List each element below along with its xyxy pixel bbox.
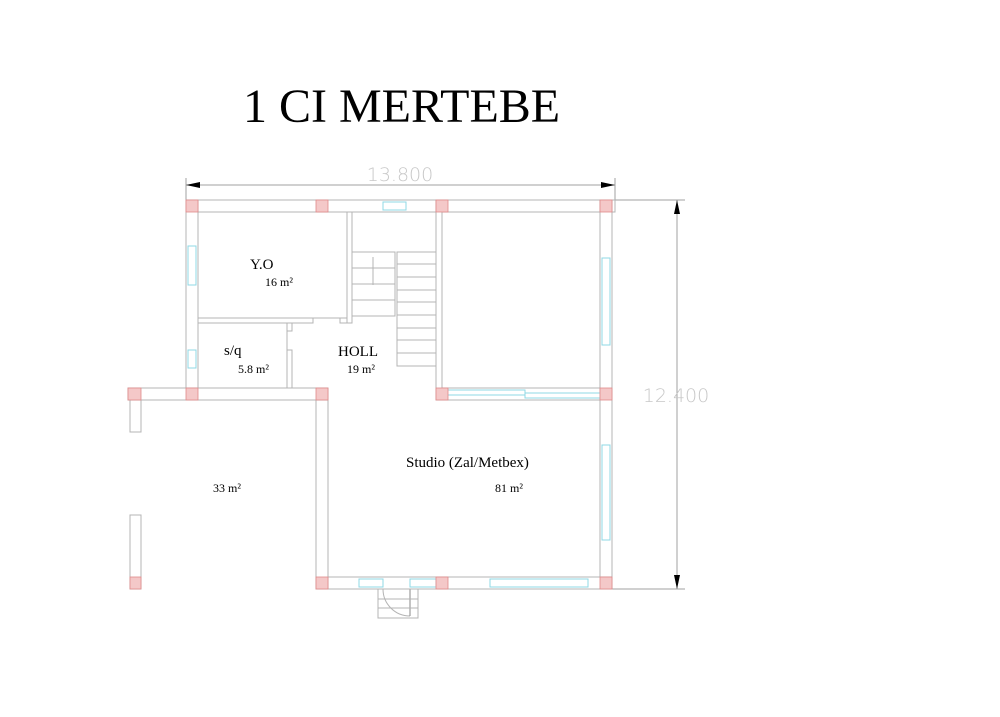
- width-dimension: 13.800: [185, 164, 616, 200]
- arrow-right-icon: [601, 182, 615, 188]
- windows: [187, 201, 611, 588]
- arrow-down-icon: [674, 575, 680, 589]
- entrance-steps: [377, 588, 419, 619]
- room-sq: s/q 5.8 m²: [224, 343, 269, 376]
- room-name: HOLL: [338, 344, 378, 360]
- room-studio: Studio (Zal/Metbex) 81 m²: [406, 455, 529, 495]
- room-area: 81 m²: [495, 481, 523, 495]
- entrance-door: [377, 588, 419, 619]
- staircase: [351, 251, 437, 367]
- arrow-left-icon: [186, 182, 200, 188]
- room-name: Studio (Zal/Metbex): [406, 455, 529, 471]
- room-yo: Y.O 16 m²: [250, 257, 293, 289]
- room-terrace: 33 m²: [213, 481, 241, 495]
- plan-title: 1 CI MERTEBE: [243, 80, 560, 133]
- room-area: 19 m²: [347, 362, 375, 376]
- columns: [127, 199, 613, 590]
- room-holl: HOLL 19 m²: [338, 344, 378, 376]
- room-area: 16 m²: [265, 275, 293, 289]
- width-label: 13.800: [367, 164, 433, 186]
- room-area: 33 m²: [213, 481, 241, 495]
- room-name: Y.O: [250, 257, 274, 273]
- room-name: s/q: [224, 343, 242, 359]
- room-area: 5.8 m²: [238, 362, 269, 376]
- arrow-up-icon: [674, 200, 680, 214]
- height-label: 12.400: [643, 385, 709, 407]
- height-dimension: 12.400: [612, 199, 709, 590]
